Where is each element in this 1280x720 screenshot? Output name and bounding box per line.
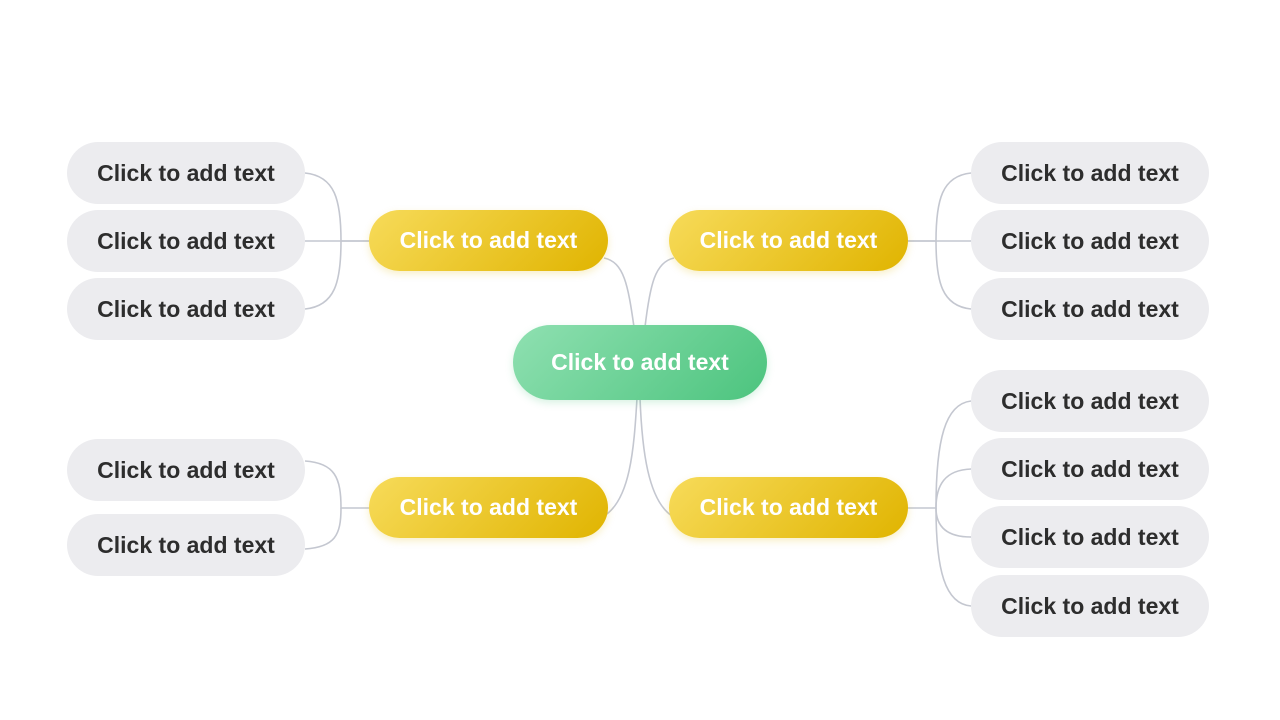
- subtopic-bottom-left-2[interactable]: Click to add text: [67, 514, 305, 576]
- subtopic-top-right-3[interactable]: Click to add text: [971, 278, 1209, 340]
- connector-bottom-right-leaf-2: [935, 468, 972, 509]
- main-topic-top-right[interactable]: Click to add text: [669, 210, 908, 271]
- subtopic-bottom-right-4[interactable]: Click to add text: [971, 575, 1209, 637]
- subtopic-top-left-3[interactable]: Click to add text: [67, 278, 305, 340]
- connector-bottom-right-leaf-1: [908, 400, 972, 509]
- connector-root-bottom-right: [639, 397, 673, 517]
- connector-bottom-right-leaf-3: [935, 507, 972, 538]
- subtopic-bottom-right-2[interactable]: Click to add text: [971, 438, 1209, 500]
- subtopic-top-left-2[interactable]: Click to add text: [67, 210, 305, 272]
- connector-top-left-leaf-1: [304, 172, 369, 242]
- connector-root-top-right: [644, 257, 675, 328]
- subtopic-top-left-1[interactable]: Click to add text: [67, 142, 305, 204]
- connector-root-top-left: [603, 257, 635, 328]
- subtopic-bottom-right-3[interactable]: Click to add text: [971, 506, 1209, 568]
- connector-bottom-left-leaf-1: [304, 460, 369, 509]
- main-topic-bottom-right[interactable]: Click to add text: [669, 477, 908, 538]
- subtopic-top-right-2[interactable]: Click to add text: [971, 210, 1209, 272]
- connector-top-right-leaf-1: [908, 172, 972, 242]
- connector-root-bottom-left: [603, 397, 638, 517]
- connector-top-right-leaf-3: [935, 240, 972, 310]
- subtopic-bottom-left-1[interactable]: Click to add text: [67, 439, 305, 501]
- connector-bottom-left-leaf-2: [304, 507, 342, 550]
- subtopic-top-right-1[interactable]: Click to add text: [971, 142, 1209, 204]
- central-topic[interactable]: Click to add text: [513, 325, 767, 400]
- connector-bottom-right-leaf-4: [935, 507, 972, 607]
- main-topic-top-left[interactable]: Click to add text: [369, 210, 608, 271]
- main-topic-bottom-left[interactable]: Click to add text: [369, 477, 608, 538]
- connector-top-left-leaf-3: [304, 240, 342, 310]
- subtopic-bottom-right-1[interactable]: Click to add text: [971, 370, 1209, 432]
